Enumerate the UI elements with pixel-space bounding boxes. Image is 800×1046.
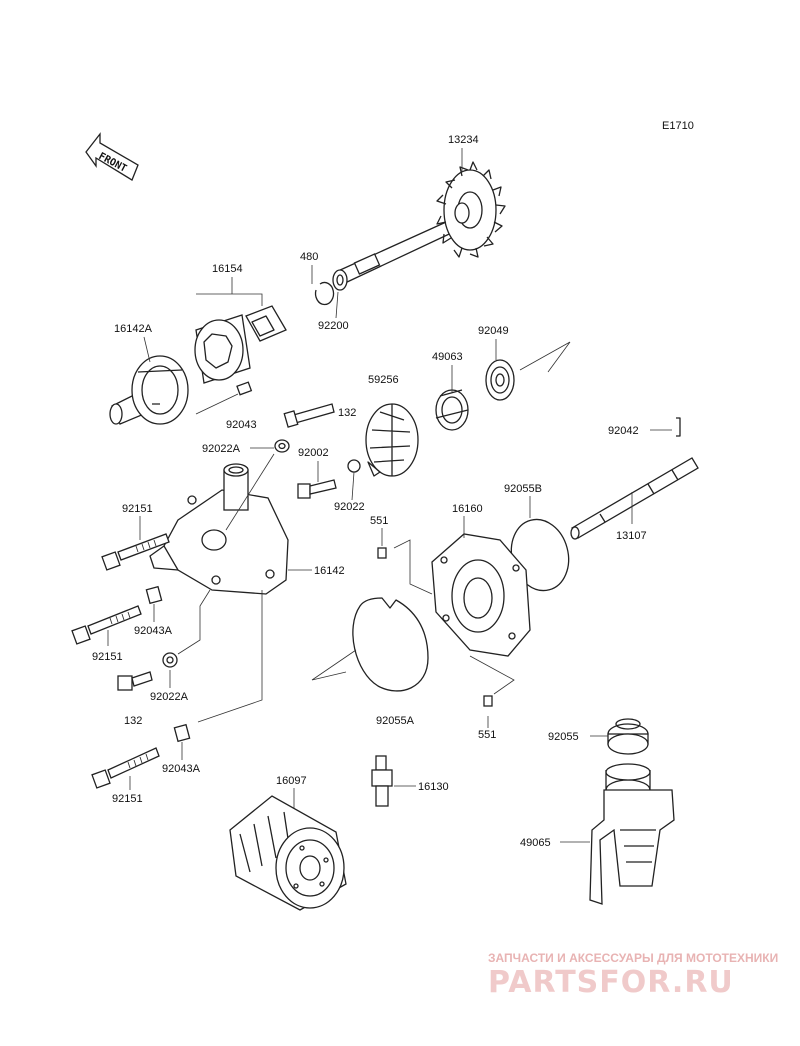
label-92200: 92200 [318, 320, 349, 332]
label-92022: 92022 [334, 501, 365, 513]
bolt-92151-a [101, 533, 170, 571]
washer-92022A-bottom [162, 652, 178, 668]
bolt-92151-c [91, 747, 160, 789]
pipe-49065 [589, 763, 675, 905]
label-551-top: 551 [370, 515, 388, 527]
label-16154: 16154 [212, 263, 243, 275]
label-49063: 49063 [432, 351, 463, 363]
label-16142: 16142 [314, 565, 345, 577]
label-92043A-b: 92043A [162, 763, 201, 775]
bearing-92049 [485, 341, 571, 401]
label-551-bottom: 551 [478, 729, 496, 741]
washer-92022A-top [274, 439, 290, 453]
fitting-16130 [371, 755, 393, 807]
label-16160: 16160 [452, 503, 483, 515]
pump-body-16142 [149, 463, 289, 595]
label-16142A: 16142A [114, 323, 153, 335]
bolt-132-bottom [117, 671, 153, 691]
label-92002: 92002 [298, 447, 329, 459]
gear-shaft-13234 [337, 161, 506, 284]
label-92151-c: 92151 [112, 793, 143, 805]
impeller-59256 [365, 403, 419, 477]
mechanical-seal-49063 [435, 389, 469, 431]
pump-rotor-16154 [194, 305, 287, 384]
diagram-code: E1710 [662, 120, 694, 132]
watermark-caption: ЗАПЧАСТИ И АКСЕССУАРЫ ДЛЯ МОТОТЕХНИКИ [488, 951, 778, 965]
front-arrow-icon: FRONT [85, 132, 139, 181]
pump-cover-16160 [431, 533, 531, 657]
pin-92043A-b [173, 723, 191, 743]
bolt-92151-b [71, 605, 142, 645]
o-ring-92055 [607, 718, 649, 755]
oil-filter-16097 [229, 795, 347, 911]
label-92042: 92042 [608, 425, 639, 437]
label-16097: 16097 [276, 775, 307, 787]
label-49065: 49065 [520, 837, 551, 849]
label-132-top: 132 [338, 407, 356, 419]
pin-92042 [676, 417, 681, 437]
dowel-551-top [377, 547, 387, 559]
label-92151-a: 92151 [122, 503, 153, 515]
bolt-92002 [297, 479, 337, 499]
dowel-551-bottom [483, 695, 493, 707]
label-480: 480 [300, 251, 318, 263]
label-16130: 16130 [418, 781, 449, 793]
label-92022A-top: 92022A [202, 443, 241, 455]
label-92043-top: 92043 [226, 419, 257, 431]
pin-92043A-a [145, 585, 163, 605]
label-92055A: 92055A [376, 715, 415, 727]
washer-92200 [332, 269, 348, 291]
circlip-480 [314, 281, 335, 306]
label-92055: 92055 [548, 731, 579, 743]
washer-92022 [347, 459, 361, 473]
label-92049: 92049 [478, 325, 509, 337]
label-13234: 13234 [448, 134, 479, 146]
o-ring-92055A [311, 597, 429, 692]
pin-92043-top [236, 381, 253, 396]
pump-rotor-16142A [109, 355, 189, 425]
bolt-132-top [283, 403, 335, 428]
watermark-brand: PARTSFOR.RU [488, 965, 734, 1000]
label-132-bottom: 132 [124, 715, 142, 727]
label-92022A-bottom: 92022A [150, 691, 189, 703]
label-13107: 13107 [616, 530, 647, 542]
pump-shaft-13107 [570, 457, 699, 540]
label-92043A-a: 92043A [134, 625, 173, 637]
label-92055B: 92055B [504, 483, 542, 495]
label-59256: 59256 [368, 374, 399, 386]
label-92151-b: 92151 [92, 651, 123, 663]
